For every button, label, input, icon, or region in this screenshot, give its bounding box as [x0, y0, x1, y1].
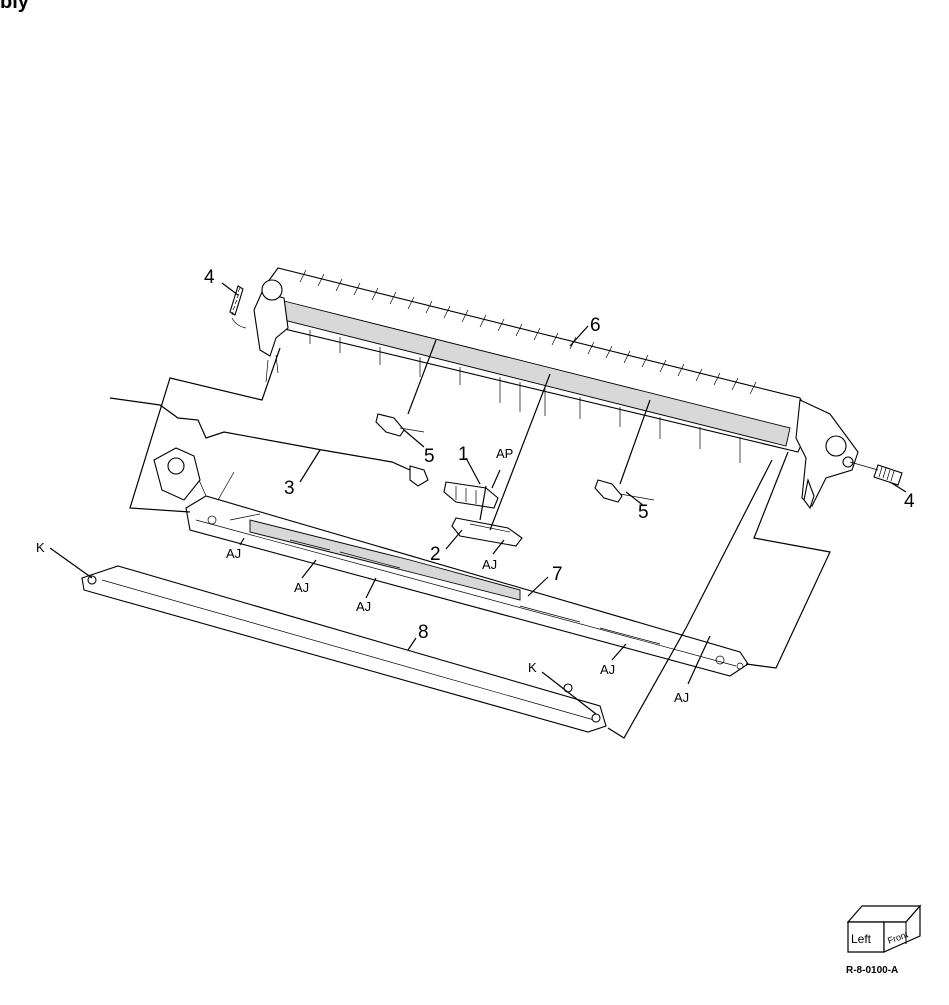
part-7-lower-frame [153, 447, 749, 677]
callout-aj-left-3: AJ [356, 599, 371, 614]
leader-lines [49, 282, 907, 715]
callout-5-left: 5 [424, 446, 435, 467]
part-6-upper-assembly [253, 267, 859, 510]
callout-ap: AP [496, 446, 513, 461]
page-title-fragment: bly [0, 0, 29, 13]
callout-4-left: 4 [204, 267, 215, 288]
part-5-sensor-left [375, 413, 425, 437]
callout-6: 6 [590, 315, 601, 336]
part-4-spring-left [229, 285, 247, 329]
callout-k-right: K [528, 660, 537, 675]
callout-aj-right-2: AJ [674, 690, 689, 705]
callout-1: 1 [458, 444, 469, 465]
callout-5-right: 5 [638, 502, 649, 523]
callout-aj-left-2: AJ [294, 580, 309, 595]
part-4-spring-right [849, 461, 903, 486]
part-5-sensor-right [594, 479, 655, 503]
callout-7: 7 [552, 564, 563, 585]
part-8-cover-bar [81, 565, 607, 733]
callout-3: 3 [284, 478, 295, 499]
callout-4-right: 4 [904, 491, 915, 512]
part-3-rod [109, 397, 429, 487]
connection-lines [129, 339, 831, 739]
part-1-actuator [443, 481, 499, 509]
callout-8: 8 [418, 622, 429, 643]
callout-aj-left-1: AJ [226, 546, 241, 561]
callout-aj-center: AJ [482, 557, 497, 572]
callout-2: 2 [430, 544, 441, 565]
callout-labels: 4 6 5 1 AP 3 2 AJ 5 4 7 8 K K AJ AJ AJ A… [36, 267, 915, 705]
part-2-plate [451, 517, 523, 547]
cube-left-label: Left [851, 932, 872, 946]
callout-aj-right-1: AJ [600, 662, 615, 677]
orientation-cube-icon: Left Front [846, 904, 922, 953]
callout-k-left: K [36, 540, 45, 555]
figure-code: R-8-0100-A [846, 965, 898, 976]
